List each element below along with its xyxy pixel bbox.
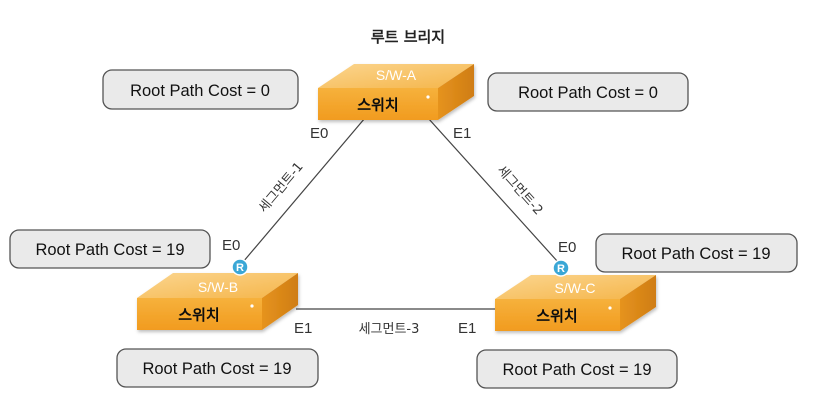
switch-a-led-icon <box>426 95 430 99</box>
root-port-b-label: R <box>236 262 244 274</box>
cost-box-a-right: Root Path Cost = 0 <box>487 72 689 112</box>
segment-3-label: 세그먼트-3 <box>359 322 420 337</box>
cost-box-b-bottom: Root Path Cost = 19 <box>116 348 319 388</box>
cost-box-a-left: Root Path Cost = 0 <box>102 69 299 110</box>
switch-b-front <box>137 298 262 330</box>
root-bridge-title: 루트 브리지 <box>371 28 445 46</box>
switch-a-name: 스위치 <box>357 96 398 114</box>
segment-1-link <box>242 117 366 263</box>
switch-c[interactable]: S/W-C 스위치 <box>495 275 656 331</box>
segment-2-link <box>427 117 559 263</box>
cost-a-left-text: Root Path Cost = 0 <box>130 82 270 100</box>
segment-1-label: 세그먼트-1 <box>256 160 307 216</box>
switch-b[interactable]: S/W-B 스위치 <box>137 273 298 330</box>
switch-a-top <box>318 64 474 88</box>
links <box>242 117 559 310</box>
switch-a-front <box>318 88 438 120</box>
port-c-e1: E1 <box>458 320 476 337</box>
root-port-c-icon: R <box>552 259 570 277</box>
switch-a-side <box>438 64 474 120</box>
switch-b-label: S/W-B <box>198 279 238 295</box>
port-b-e0: E0 <box>222 237 240 254</box>
root-port-c-label: R <box>557 263 565 275</box>
switch-c-led-icon <box>608 306 612 310</box>
port-a-e1: E1 <box>453 125 471 142</box>
cost-a-right-text: Root Path Cost = 0 <box>518 84 658 102</box>
cost-box-c-top: Root Path Cost = 19 <box>595 233 798 273</box>
switch-a-label: S/W-A <box>376 67 417 83</box>
cost-b-bottom-text: Root Path Cost = 19 <box>142 360 291 378</box>
cost-box-c-bottom: Root Path Cost = 19 <box>476 349 678 389</box>
switch-c-label: S/W-C <box>555 280 596 296</box>
port-a-e0: E0 <box>310 125 328 142</box>
cost-c-top-text: Root Path Cost = 19 <box>621 245 770 263</box>
cost-b-top-text: Root Path Cost = 19 <box>35 241 184 259</box>
switch-c-top <box>495 275 656 299</box>
switch-b-led-icon <box>250 304 254 308</box>
segment-2-label: 세그먼트-2 <box>494 163 546 218</box>
port-c-e0: E0 <box>558 239 576 256</box>
switch-a[interactable]: S/W-A 스위치 <box>318 64 474 120</box>
cost-c-bottom-text: Root Path Cost = 19 <box>502 361 651 379</box>
root-port-b-icon: R <box>231 258 249 276</box>
switch-c-side <box>620 275 656 331</box>
switch-b-name: 스위치 <box>178 306 219 324</box>
switch-c-front <box>495 299 620 331</box>
cost-box-b-top: Root Path Cost = 19 <box>9 229 211 269</box>
switch-b-side <box>262 273 298 330</box>
switch-c-name: 스위치 <box>536 307 577 325</box>
switch-b-top <box>137 273 298 298</box>
port-b-e1: E1 <box>294 320 312 337</box>
